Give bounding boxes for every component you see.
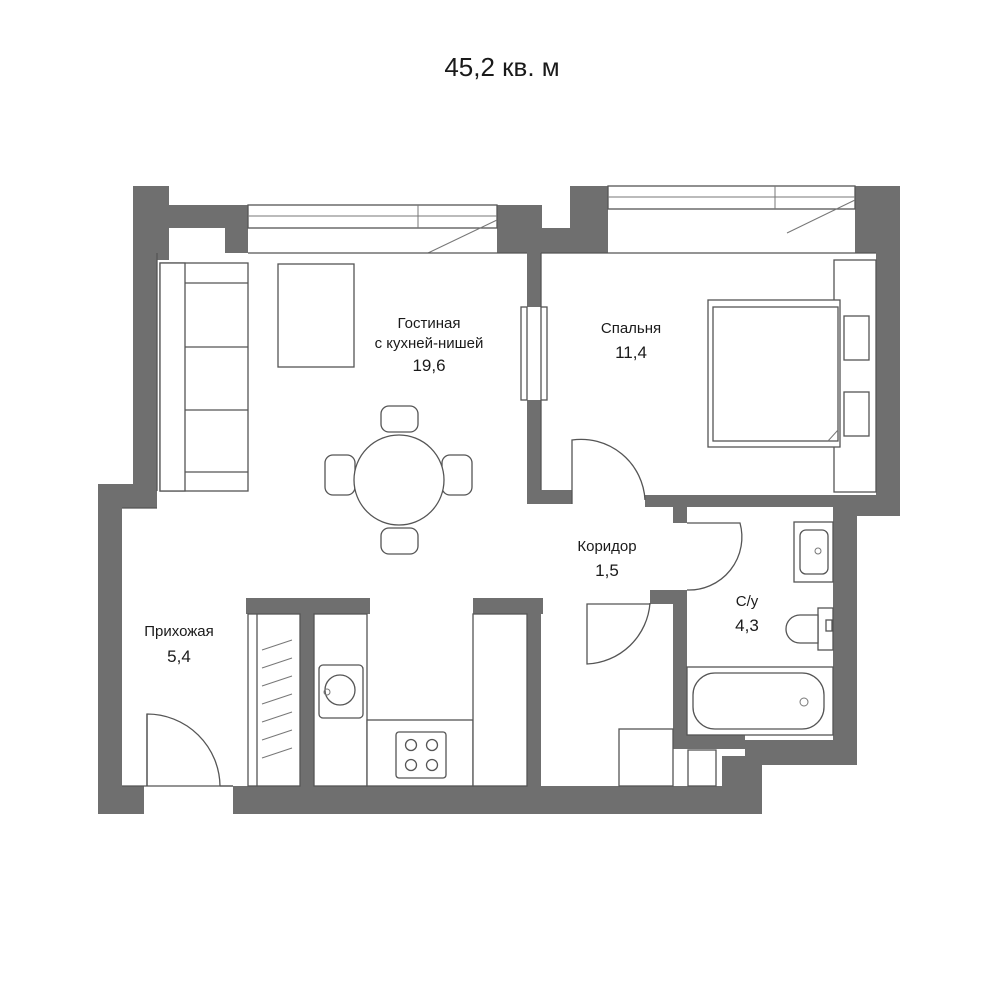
- sofa: [159, 262, 249, 492]
- room-outlines: [122, 252, 876, 787]
- walls: [98, 186, 900, 814]
- bathroom-name: С/у: [736, 593, 759, 610]
- sliding-door: [520, 306, 548, 401]
- hallway-area: 5,4: [167, 647, 191, 666]
- dining-table: [324, 405, 473, 555]
- doors: [146, 438, 743, 787]
- living-room-area: 19,6: [412, 356, 445, 375]
- living-room-name-line2: с кухней-нишей: [375, 335, 484, 352]
- bathroom-fixtures: [686, 521, 834, 787]
- corridor-name: Коридор: [577, 538, 636, 555]
- living-room-name-line1: Гостиная: [398, 315, 461, 332]
- room-labels: Гостиная с кухней-нишей 19,6 Спальня 11,…: [144, 315, 759, 666]
- corridor-cabinet: [618, 728, 674, 787]
- kitchen: [313, 613, 528, 787]
- bathroom-area: 4,3: [735, 616, 759, 635]
- corridor-area: 1,5: [595, 561, 619, 580]
- bedroom-name: Спальня: [601, 320, 661, 337]
- wardrobe: [247, 613, 301, 787]
- bed: [707, 259, 877, 493]
- hallway-name: Прихожая: [144, 623, 214, 640]
- bedroom-area: 11,4: [615, 343, 647, 362]
- windows: [247, 185, 856, 254]
- coffee-table: [277, 263, 355, 368]
- total-area-title: 45,2 кв. м: [444, 52, 559, 82]
